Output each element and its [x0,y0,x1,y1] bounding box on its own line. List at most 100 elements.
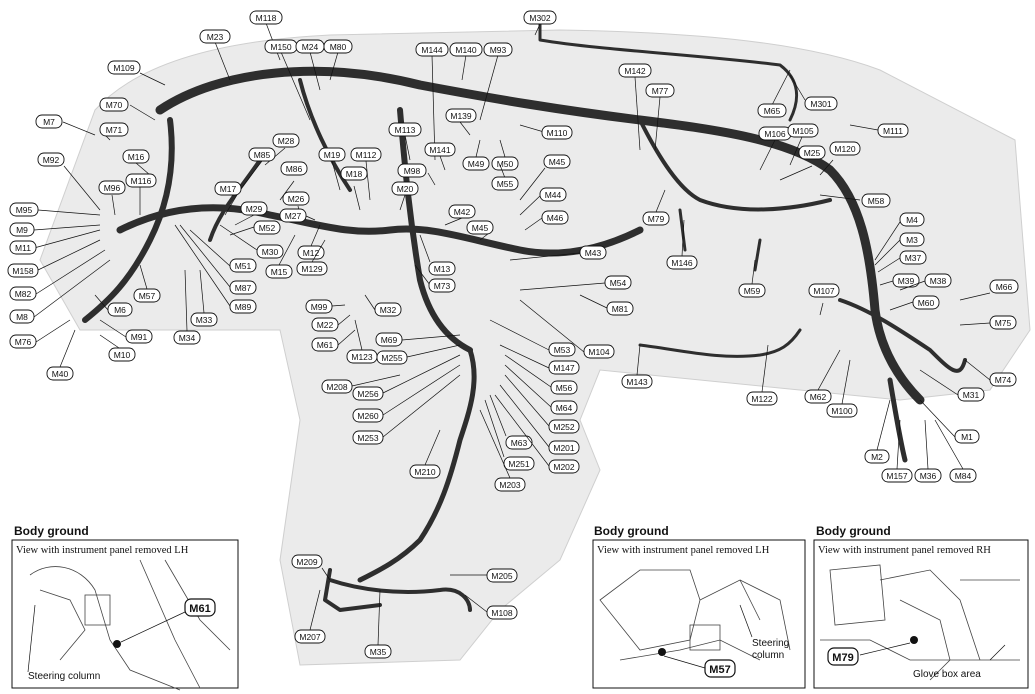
svg-text:M144: M144 [421,45,443,55]
callout-M71: M71 [99,122,129,141]
svg-text:M7: M7 [43,117,55,127]
svg-text:M44: M44 [545,190,562,200]
svg-text:M87: M87 [235,283,252,293]
inset-sketch-rh-panel [820,564,1020,681]
callout-M113: M113 [388,122,422,161]
callout-M2: M2 [864,399,891,464]
callout-M207: M207 [294,589,326,644]
callout-M57: M57 [133,264,161,303]
svg-text:M12: M12 [303,248,320,258]
harness-bundles [82,16,967,612]
svg-text:M116: M116 [131,176,152,186]
svg-text:M42: M42 [454,207,471,217]
svg-text:M98: M98 [404,166,421,176]
svg-text:M62: M62 [810,392,827,402]
callout-M80: M80 [323,39,353,81]
svg-text:M91: M91 [131,332,148,342]
body-ground-inset-lh-m57: Body ground View with instrument panel r… [592,524,806,689]
callout-M203: M203 [479,409,526,492]
callout-M129: M129 [296,239,328,276]
svg-text:M89: M89 [235,302,252,312]
svg-text:M20: M20 [397,184,414,194]
callout-M96: M96 [98,180,126,216]
callout-M251: M251 [484,399,535,471]
svg-text:M70: M70 [106,100,123,110]
svg-text:M123: M123 [351,352,373,362]
svg-text:M15: M15 [271,267,288,277]
svg-text:M79: M79 [648,214,665,224]
svg-text:M71: M71 [106,125,123,135]
svg-text:M79: M79 [832,652,853,664]
svg-text:M74: M74 [995,375,1012,385]
svg-text:M8: M8 [16,312,28,322]
callout-M33: M33 [190,269,218,327]
callout-M139: M139 [445,108,477,136]
svg-text:M208: M208 [326,382,348,392]
callout-M34: M34 [173,269,201,345]
svg-text:M106: M106 [764,129,786,139]
svg-text:M142: M142 [624,66,646,76]
callout-M253: M253 [352,374,461,445]
callout-M64: M64 [504,364,578,415]
callout-M16: M16 [122,149,151,176]
svg-text:M256: M256 [357,389,379,399]
svg-text:M22: M22 [317,320,334,330]
callout-M19: M19 [318,147,346,191]
callout-M208: M208 [321,374,401,394]
svg-text:M210: M210 [414,467,436,477]
callout-M110: M110 [519,124,573,140]
svg-text:M120: M120 [834,144,856,154]
callout-M55: M55 [491,164,519,191]
svg-text:M255: M255 [381,353,403,363]
svg-text:M96: M96 [104,183,121,193]
svg-text:Body ground: Body ground [594,524,669,538]
svg-text:M10: M10 [114,350,131,360]
callout-M75: M75 [959,315,1017,330]
svg-text:M209: M209 [296,557,318,567]
svg-text:M30: M30 [262,247,279,257]
callout-M260: M260 [352,364,461,423]
svg-text:M80: M80 [330,42,347,52]
svg-text:M64: M64 [556,403,573,413]
svg-text:M45: M45 [472,223,489,233]
svg-text:M51: M51 [235,261,252,271]
callout-M10: M10 [99,334,136,362]
callout-M143: M143 [621,344,653,389]
callout-M20: M20 [391,181,419,211]
callout-M76: M76 [9,319,71,349]
callout-M63: M63 [489,394,533,450]
svg-text:M66: M66 [996,282,1013,292]
callout-M45: M45 [519,154,571,201]
svg-text:M202: M202 [553,462,575,472]
svg-text:M252: M252 [553,422,575,432]
callout-M51: M51 [189,229,257,273]
svg-text:M59: M59 [744,286,761,296]
svg-text:M49: M49 [468,159,485,169]
svg-text:M61: M61 [189,603,210,615]
svg-text:M95: M95 [16,205,33,215]
callout-M25: M25 [779,145,826,181]
callout-M42: M42 [444,204,476,226]
callout-M66: M66 [959,279,1019,301]
callout-M105: M105 [787,123,819,166]
callout-M209: M209 [291,554,331,581]
callout-M116: M116 [125,173,157,215]
svg-text:M57: M57 [139,291,156,301]
svg-text:M158: M158 [12,266,34,276]
callout-M60: M60 [889,295,940,311]
callout-M15: M15 [265,234,296,279]
svg-text:M58: M58 [868,196,885,206]
callout-M86: M86 [279,161,308,201]
callout-M73: M73 [414,264,456,293]
svg-text:M201: M201 [553,443,575,453]
callout-M118: M118 [249,10,283,61]
svg-text:M25: M25 [804,148,821,158]
callout-M111: M111 [849,123,909,138]
callout-M150: M150 [264,39,311,121]
callout-M120: M120 [819,141,861,176]
svg-text:M28: M28 [278,136,295,146]
inset-sketch-lh-panel [599,569,791,661]
svg-text:M50: M50 [497,159,514,169]
svg-text:M33: M33 [196,315,213,325]
callout-M58: M58 [819,193,891,208]
